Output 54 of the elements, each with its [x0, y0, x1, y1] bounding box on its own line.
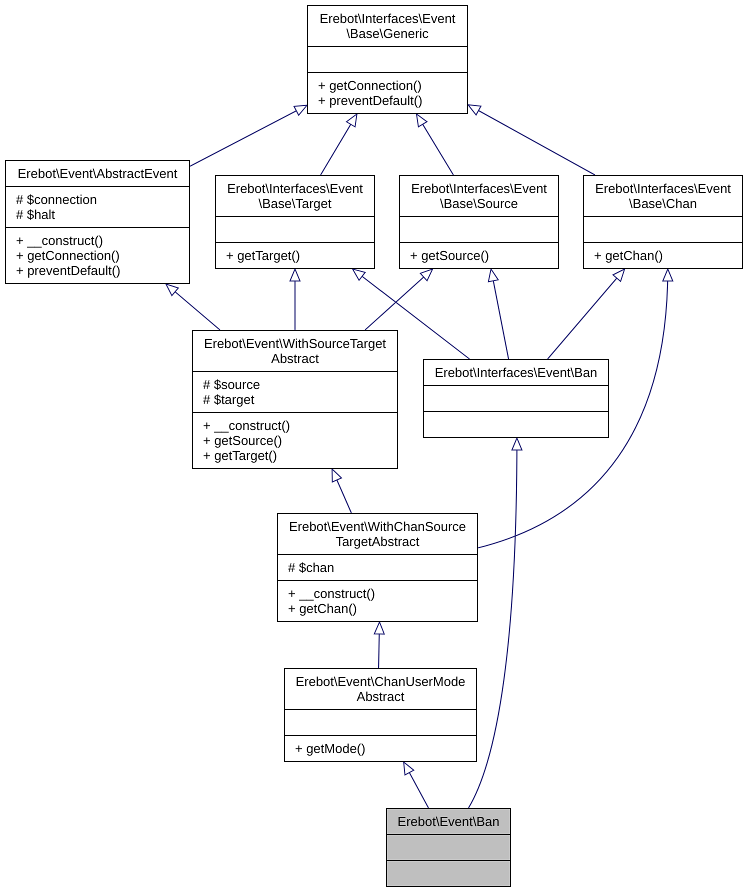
class-name: Erebot\Event\Ban: [396, 813, 500, 831]
class-name: Erebot\Event\ChanUserMode Abstract: [294, 673, 466, 706]
method-text: + getChan(): [593, 248, 664, 263]
inheritance-arrow: [352, 268, 470, 360]
class-name: Erebot\Event\WithChanSource TargetAbstract: [288, 518, 468, 551]
inheritance-arrow: [547, 268, 626, 360]
method-text: + getConnection(): [15, 248, 121, 263]
class-box: [386, 808, 511, 887]
method-text: + getMode(): [294, 741, 366, 756]
attribute-text: # $source: [202, 377, 262, 392]
class-box: [583, 175, 743, 269]
method-text: + preventDefault(): [317, 93, 424, 108]
attribute-text: # $chan: [287, 560, 336, 575]
class-box: [284, 668, 477, 762]
class-box: [307, 5, 468, 114]
inheritance-arrow: [468, 104, 596, 176]
method-text: + __construct(): [287, 586, 376, 601]
inheritance-arrow: [374, 622, 385, 668]
method-text: + preventDefault(): [15, 263, 122, 278]
attribute-text: # $halt: [15, 207, 56, 222]
inheritance-arrow: [468, 438, 522, 808]
class-box: [277, 513, 478, 622]
class-name: Erebot\Interfaces\Event \Base\Chan: [594, 180, 732, 213]
inheritance-arrow: [478, 268, 673, 548]
inheritance-arrow: [165, 284, 220, 330]
class-name: Erebot\Event\AbstractEvent: [16, 165, 178, 183]
class-name: Erebot\Interfaces\Event\Ban: [434, 364, 598, 382]
inheritance-arrow: [416, 114, 454, 176]
class-name: Erebot\Interfaces\Event \Base\Target: [226, 180, 364, 213]
attribute-text: # $target: [202, 392, 256, 407]
class-name: Erebot\Event\WithSourceTarget Abstract: [202, 335, 388, 368]
class-name: Erebot\Interfaces\Event \Base\Source: [410, 180, 548, 213]
method-text: + getSource(): [409, 248, 490, 263]
class-box: [192, 330, 398, 469]
class-box: [215, 175, 375, 269]
class-name: Erebot\Interfaces\Event \Base\Generic: [318, 10, 456, 43]
inheritance-arrow: [364, 268, 434, 330]
class-box: [5, 160, 190, 284]
method-text: + getChan(): [287, 601, 358, 616]
inheritance-arrow: [190, 104, 308, 167]
method-text: + getSource(): [202, 433, 284, 448]
method-text: + getTarget(): [202, 448, 278, 463]
inheritance-arrow: [403, 762, 429, 808]
method-text: + getTarget(): [225, 248, 302, 263]
inheritance-arrow: [290, 268, 300, 330]
inheritance-arrow: [488, 268, 510, 360]
class-box: [423, 359, 609, 438]
method-text: + getConnection(): [317, 78, 423, 93]
inheritance-arrow: [320, 114, 358, 176]
method-text: + __construct(): [15, 233, 104, 248]
class-box: [399, 175, 559, 269]
inheritance-arrow: [332, 468, 352, 514]
method-text: + __construct(): [202, 418, 292, 433]
attribute-text: # $connection: [15, 192, 98, 207]
